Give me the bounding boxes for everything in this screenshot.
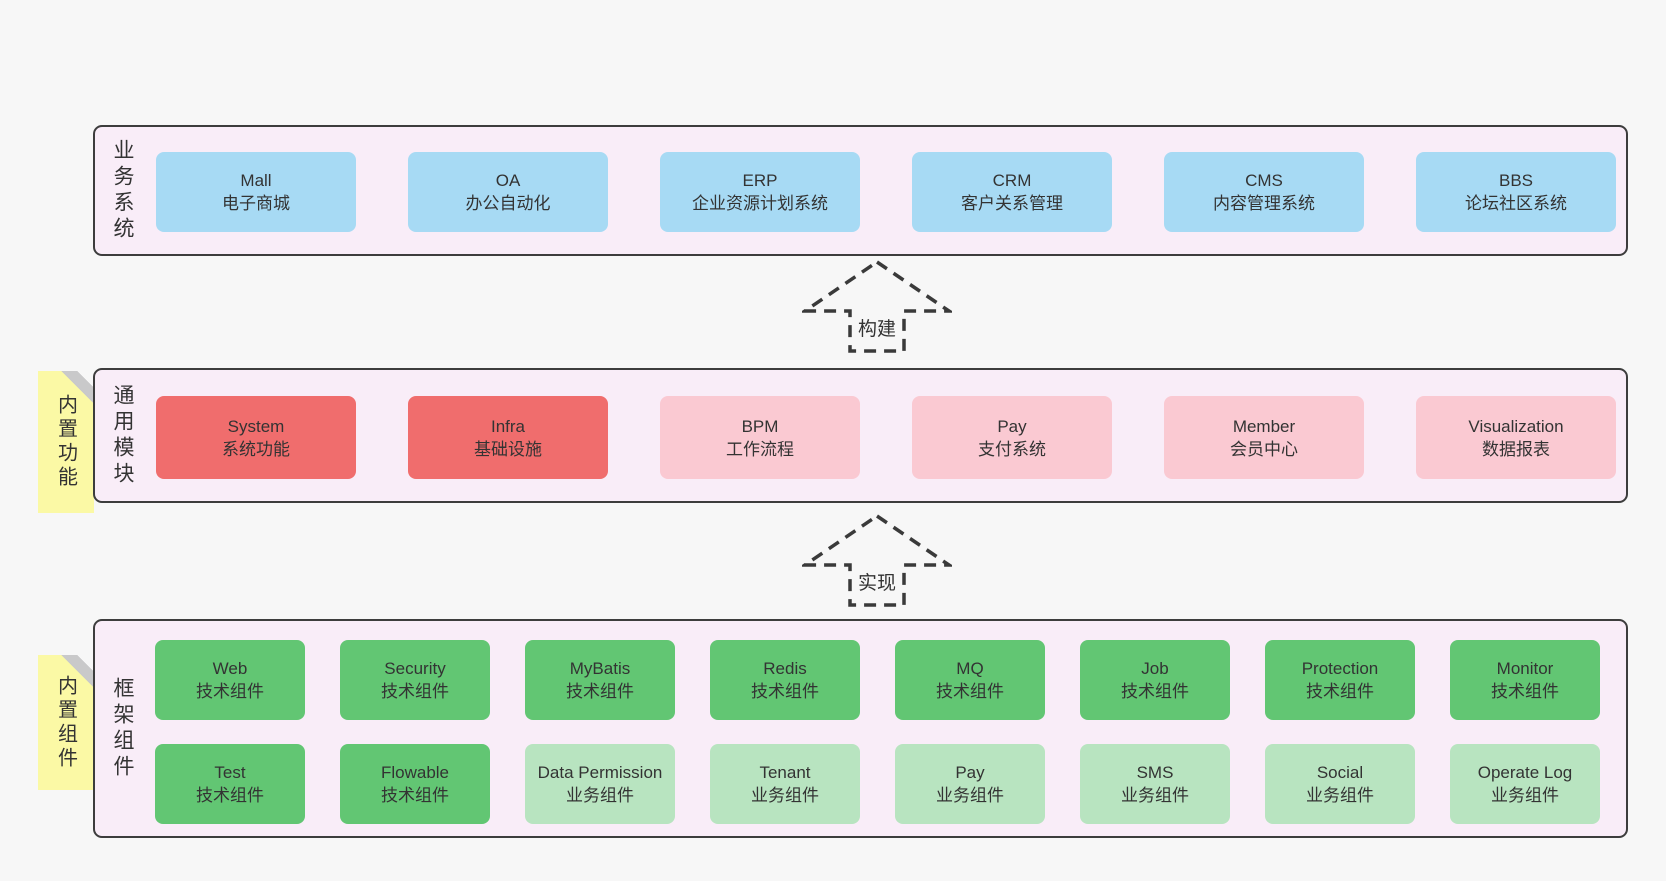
box-cms: CMS 内容管理系统	[1164, 152, 1364, 232]
section-framework-components-label: 框架组件	[111, 676, 134, 781]
box-title: CMS	[1245, 171, 1283, 190]
section-business-systems-label: 业务系统	[111, 138, 134, 243]
box-bbs: BBS 论坛社区系统	[1416, 152, 1616, 232]
box-subtitle: 客户关系管理	[961, 194, 1063, 213]
box-subtitle: 业务组件	[1121, 786, 1189, 805]
box-title: BBS	[1498, 171, 1534, 190]
box-title: MyBatis	[569, 659, 631, 678]
box-title: Tenant	[759, 763, 811, 782]
box-title: Job	[1141, 659, 1169, 678]
box-crm: CRM 客户关系管理	[912, 152, 1112, 232]
box-security: Security 技术组件	[340, 640, 490, 720]
box-title: Member	[1232, 416, 1296, 436]
arrow-build-label: 构建	[858, 318, 896, 340]
box-subtitle: 工作流程	[726, 439, 794, 459]
box-title: ERP	[742, 171, 778, 190]
arrow-implement-label: 实现	[858, 572, 896, 594]
box-title: SMS	[1136, 763, 1174, 782]
box-oa: OA 办公自动化	[408, 152, 608, 232]
box-title: Infra	[490, 416, 526, 436]
box-mybatis: MyBatis 技术组件	[525, 640, 675, 720]
box-social: Social 业务组件	[1265, 744, 1415, 824]
box-title: Visualization	[1468, 416, 1564, 436]
box-test: Test 技术组件	[155, 744, 305, 824]
box-subtitle: 论坛社区系统	[1465, 194, 1567, 213]
box-title: Test	[214, 763, 246, 782]
box-title: Monitor	[1496, 659, 1554, 678]
box-subtitle: 业务组件	[566, 786, 634, 805]
box-title: Security	[384, 659, 446, 678]
box-subtitle: 技术组件	[1306, 682, 1374, 701]
section-common-modules: 通用模块 System 系统功能 Infra 基础设施 BPM 工作流程 Pay…	[93, 368, 1628, 503]
box-subtitle: 系统功能	[222, 439, 290, 459]
box-subtitle: 基础设施	[474, 439, 542, 459]
box-tenant: Tenant 业务组件	[710, 744, 860, 824]
box-sms: SMS 业务组件	[1080, 744, 1230, 824]
box-title: Mall	[240, 171, 272, 190]
box-title: Operate Log	[1477, 763, 1573, 782]
box-title: Social	[1316, 763, 1364, 782]
box-subtitle: 业务组件	[751, 786, 819, 805]
box-title: Pay	[955, 763, 985, 782]
box-title: System	[227, 416, 285, 436]
box-subtitle: 技术组件	[566, 682, 634, 701]
box-title: CRM	[992, 171, 1032, 190]
box-title: Redis	[763, 659, 807, 678]
box-title: Pay	[997, 416, 1027, 436]
section-framework-components: 框架组件 Web 技术组件 Security 技术组件 MyBatis 技术组件…	[93, 619, 1628, 838]
arrow-build: 构建	[802, 259, 952, 354]
box-subtitle: 技术组件	[1491, 682, 1559, 701]
tab-built-in-components: 内置组件	[38, 655, 94, 790]
box-subtitle: 技术组件	[936, 682, 1004, 701]
box-subtitle: 电子商城	[222, 194, 290, 213]
box-subtitle: 支付系统	[978, 439, 1046, 459]
box-subtitle: 业务组件	[1491, 786, 1559, 805]
section-common-modules-label: 通用模块	[111, 383, 134, 488]
tab-built-in-functions: 内置功能	[38, 371, 94, 513]
box-job: Job 技术组件	[1080, 640, 1230, 720]
box-redis: Redis 技术组件	[710, 640, 860, 720]
box-title: Flowable	[380, 763, 450, 782]
box-title: Web	[212, 659, 248, 678]
box-subtitle: 会员中心	[1230, 439, 1298, 459]
box-subtitle: 技术组件	[196, 682, 264, 701]
box-subtitle: 技术组件	[751, 682, 819, 701]
box-subtitle: 业务组件	[1306, 786, 1374, 805]
box-subtitle: 技术组件	[1121, 682, 1189, 701]
box-visualization: Visualization 数据报表	[1416, 396, 1616, 479]
box-title: OA	[495, 171, 521, 190]
box-member: Member 会员中心	[1164, 396, 1364, 479]
box-title: MQ	[956, 659, 984, 678]
box-subtitle: 业务组件	[936, 786, 1004, 805]
box-title: BPM	[741, 416, 779, 436]
box-monitor: Monitor 技术组件	[1450, 640, 1600, 720]
box-system: System 系统功能	[156, 396, 356, 479]
box-subtitle: 技术组件	[381, 682, 449, 701]
tab-built-in-functions-label: 内置功能	[54, 394, 77, 490]
box-subtitle: 技术组件	[381, 786, 449, 805]
box-pay-system: Pay 支付系统	[912, 396, 1112, 479]
box-subtitle: 技术组件	[196, 786, 264, 805]
box-title: Data Permission	[537, 763, 663, 782]
box-infra: Infra 基础设施	[408, 396, 608, 479]
box-title: Protection	[1301, 659, 1379, 678]
tab-built-in-components-label: 内置组件	[54, 674, 77, 771]
box-mq: MQ 技术组件	[895, 640, 1045, 720]
box-subtitle: 企业资源计划系统	[692, 194, 828, 213]
box-erp: ERP 企业资源计划系统	[660, 152, 860, 232]
box-subtitle: 数据报表	[1482, 439, 1550, 459]
box-subtitle: 内容管理系统	[1213, 194, 1315, 213]
box-operate-log: Operate Log 业务组件	[1450, 744, 1600, 824]
box-subtitle: 办公自动化	[465, 194, 551, 213]
box-data-permission: Data Permission 业务组件	[525, 744, 675, 824]
box-flowable: Flowable 技术组件	[340, 744, 490, 824]
arrow-implement: 实现	[802, 513, 952, 608]
box-pay-component: Pay 业务组件	[895, 744, 1045, 824]
box-bpm: BPM 工作流程	[660, 396, 860, 479]
section-business-systems: 业务系统 Mall 电子商城 OA 办公自动化 ERP 企业资源计划系统 CRM…	[93, 125, 1628, 256]
box-mall: Mall 电子商城	[156, 152, 356, 232]
box-protection: Protection 技术组件	[1265, 640, 1415, 720]
box-web: Web 技术组件	[155, 640, 305, 720]
